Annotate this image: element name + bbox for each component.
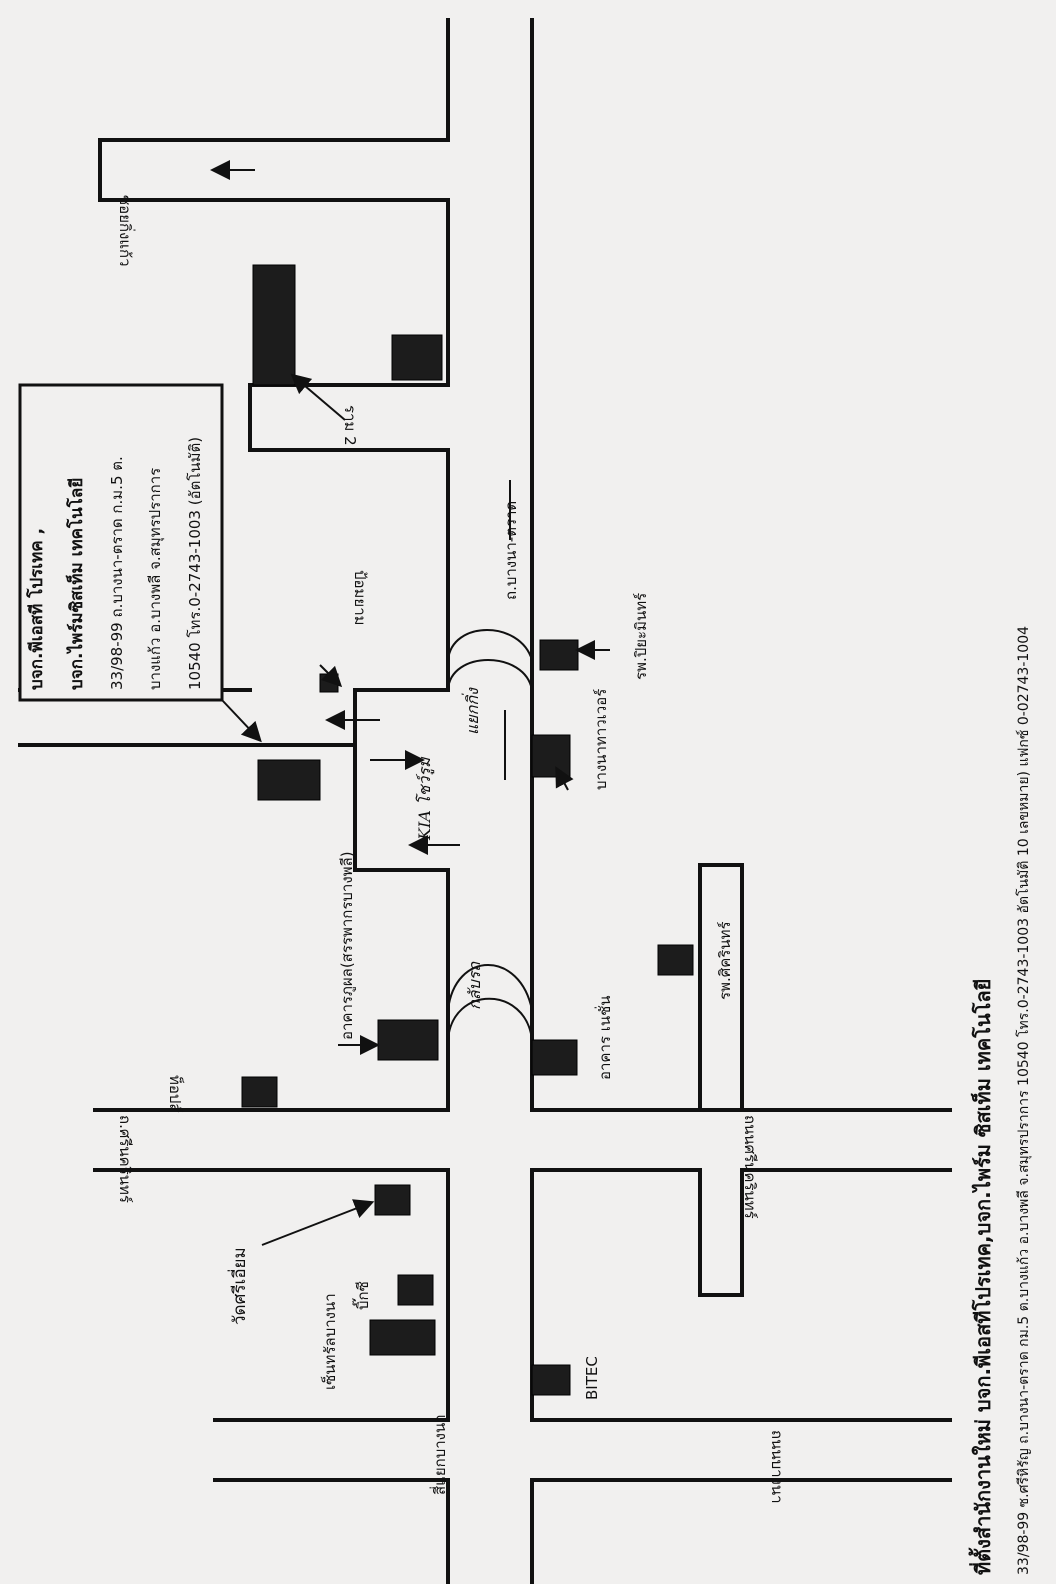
label-junction: สี่แยกบางนา: [429, 1414, 449, 1495]
company-line5: 10540 โทร.0-2743-1003 (อัตโนมัติ): [186, 437, 204, 690]
label-soi-lower: ถนนศรีนครินทร์: [741, 1115, 759, 1219]
label-bridge-top: แยกกิ่ง: [461, 687, 482, 735]
label-wat: วัดศรีเอี่ยม: [227, 1247, 250, 1325]
guard-post: [319, 673, 339, 693]
building-top-right: [391, 334, 443, 381]
label-rama2: ราม 2: [341, 405, 359, 446]
office-building: [257, 759, 321, 801]
footer-address: 33/98-99 ซ.ศรีหิรัญ ถ.บางนา-ตราด กม.5 ต.…: [1015, 626, 1032, 1575]
hospital-building: [657, 944, 694, 976]
top-soi: [98, 138, 450, 202]
company-line2: บจก.ไพร์มซิสเท็ม เทคโนโลยี: [64, 478, 87, 690]
footer-title: ที่ตั้งสำนักงานใหม่ บจก.พีเอสทีโปรเทค,บจ…: [968, 979, 995, 1575]
label-soi-bottom: ถนนบางนา: [768, 1430, 786, 1504]
main-highway: [446, 18, 534, 1584]
office-soi: [18, 688, 450, 872]
label-central-bangna: เซ็นทรัลบางนา: [320, 1293, 339, 1390]
label-pom-yam: ป้อมยาม: [351, 570, 369, 626]
arunrat-building: [377, 1019, 439, 1061]
label-top-soi: ซอยกิ่งแก้ว: [116, 195, 136, 267]
label-bridge-bottom: กลับรถ: [465, 961, 484, 1010]
label-soi-sri-ruang: ถ.ศรีนครินทร์: [116, 1115, 134, 1203]
top-right-block: [248, 383, 450, 452]
piyamin-building: [539, 639, 579, 671]
cross-road: [93, 863, 952, 1297]
label-bangna-tower: บางนาทาวเวอร์: [592, 689, 610, 790]
label-bitec: BITEC: [583, 1356, 601, 1400]
central-building: [369, 1319, 436, 1356]
uturn-bridges: [447, 480, 533, 1041]
buildings: [241, 264, 694, 1396]
rama2-building: [252, 264, 296, 386]
wat-building: [374, 1184, 411, 1216]
label-piyamin-hospital: รพ.ปิยะมินทร์: [632, 593, 650, 680]
footer: ที่ตั้งสำนักงานใหม่ บจก.พีเอสทีโปรเทค,บจ…: [968, 626, 1032, 1575]
bitec-building: [531, 1364, 571, 1396]
tops-building: [241, 1076, 278, 1108]
label-building-left: อาคาร เนชั่น: [594, 995, 614, 1080]
left-building: [531, 1039, 578, 1076]
arrows: [210, 160, 610, 1246]
label-arunrat-building: อาคารภูผล(สรรพากรบางพลี): [338, 851, 356, 1040]
label-big-c: บิ๊กซี: [352, 1281, 372, 1310]
company-line4: บางแก้ว อ.บางพลี จ.สมุทรปราการ: [146, 468, 165, 690]
company-box: บจก.พีเอสที โปรเทค , บจก.ไพร์มซิสเท็ม เท…: [18, 383, 224, 702]
label-tops: ท็อปส์: [166, 1075, 185, 1113]
company-line3: 33/98-99 ถ.บางนา-ตราด ก.ม.5 ต.: [108, 456, 126, 690]
label-ajarin-hospital: รพ.ศิครินทร์: [716, 921, 734, 1000]
bottom-road: [213, 1418, 952, 1482]
label-kia-showroom: KIA โชว์รูม: [415, 756, 435, 841]
label-bangna-trat-road: ถ.บางนา-ตราด: [502, 501, 520, 600]
bigc-building: [397, 1274, 434, 1306]
bangna-tower-building: [531, 734, 571, 778]
map-labels: ซอยกิ่งแก้ว ราม 2 ป้อมยาม ถ.บางนา-ตราด บ…: [116, 195, 786, 1504]
company-line1: บจก.พีเอสที โปรเทค ,: [26, 528, 47, 690]
